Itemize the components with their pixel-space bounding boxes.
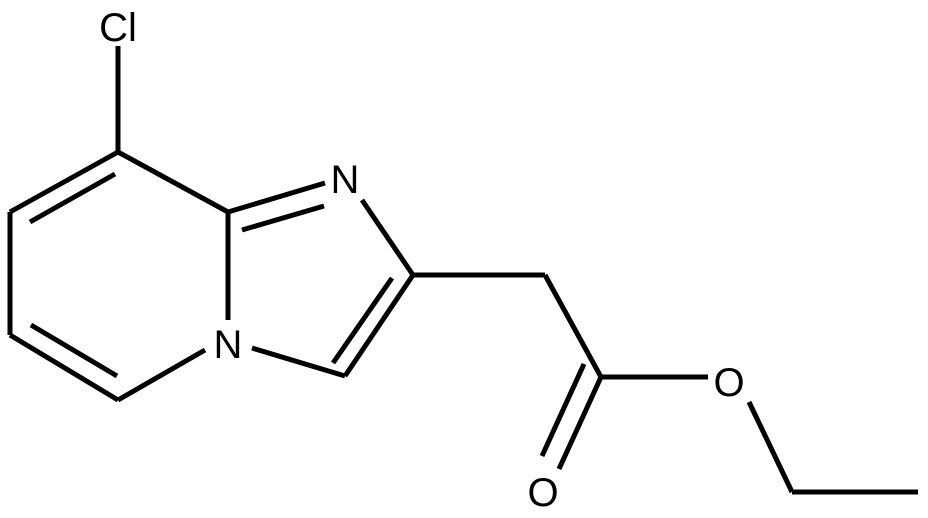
bond-n1-c2 [359, 198, 416, 277]
bonds [7, 46, 918, 495]
bond-oester-ch2 [746, 400, 795, 494]
bond-c6-c5-inner [29, 322, 119, 379]
bond-c8-c7 [8, 149, 120, 215]
imidazole-nitrogen-label: N [331, 158, 360, 202]
carbonyl-oxygen-label: O [527, 471, 558, 515]
bond-carbonyl-o-1 [556, 375, 604, 471]
bond-c5-n4 [116, 347, 207, 403]
bond-c8-c7-inner [28, 171, 117, 225]
ester-oxygen-label: O [713, 361, 744, 405]
bond-carbonyl-o-2 [539, 362, 587, 458]
chlorine-atom-label: Cl [99, 6, 137, 50]
bond-c2-c3-inner [330, 276, 395, 365]
bridgehead-nitrogen-label: N [214, 323, 243, 367]
bond-c8a-c8 [116, 149, 230, 215]
bond-ch2-carbonyl [542, 273, 604, 379]
bond-c2-c3 [342, 273, 416, 378]
bond-c8a-n1-inner [241, 203, 325, 233]
atom-labels: Cl N N O O [99, 6, 744, 515]
bond-c6-c5 [8, 332, 120, 403]
bond-c3-n4 [251, 345, 346, 379]
bond-c8a-n1 [227, 180, 326, 215]
